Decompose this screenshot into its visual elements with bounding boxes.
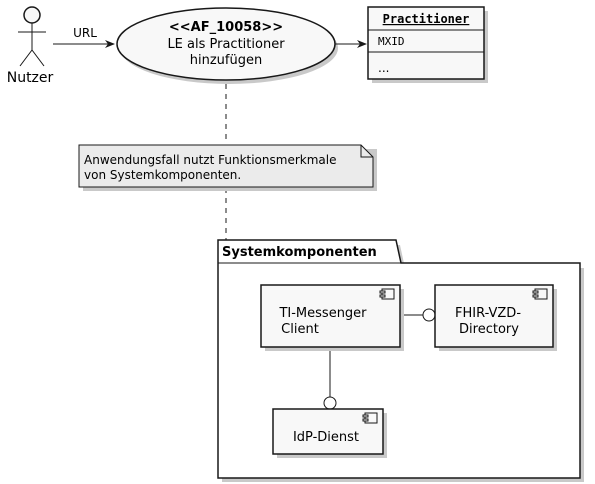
stick-figure-icon [18, 6, 46, 67]
usecase-title-line2: hinzufügen [190, 53, 262, 68]
class-more: ... [378, 61, 389, 75]
component-client-line2: Client [281, 322, 319, 337]
component-idp-dienst[interactable]: IdP-Dienst [272, 408, 387, 458]
edge-actor-to-usecase: URL [53, 26, 115, 48]
component-fhir-vzd-directory[interactable]: FHIR-VZD- Directory [434, 284, 557, 351]
directory-interface-icon [422, 308, 436, 322]
component-ti-messenger-client[interactable]: TI-Messenger Client [260, 284, 404, 351]
class-field-mxid: MXID [378, 35, 405, 48]
component-icon [362, 412, 378, 424]
actor-label: Nutzer [7, 70, 54, 86]
component-icon [379, 288, 395, 300]
component-icon [532, 288, 548, 300]
class-practitioner[interactable]: Practitioner MXID ... [367, 6, 488, 83]
component-directory-line1: FHIR-VZD- [455, 306, 521, 321]
package-title: Systemkomponenten [222, 245, 377, 260]
idp-interface-icon [323, 396, 337, 410]
usecase-af-10058[interactable]: <<AF_10058>> LE als Practitioner hinzufü… [116, 7, 338, 84]
note-line2: von Systemkomponenten. [84, 168, 241, 182]
actor-nutzer: Nutzer [7, 6, 54, 86]
component-idp-label: IdP-Dienst [293, 430, 359, 445]
note-anwendungsfall: Anwendungsfall nutzt Funktionsmerkmale v… [78, 144, 377, 191]
usecase-stereotype: <<AF_10058>> [169, 20, 283, 35]
edge-url-label: URL [73, 26, 97, 40]
note-line1: Anwendungsfall nutzt Funktionsmerkmale [84, 153, 336, 167]
component-client-line1: TI-Messenger [278, 306, 367, 321]
usecase-title-line1: LE als Practitioner [167, 37, 285, 52]
class-title: Practitioner [383, 12, 470, 26]
component-directory-line2: Directory [459, 322, 519, 337]
